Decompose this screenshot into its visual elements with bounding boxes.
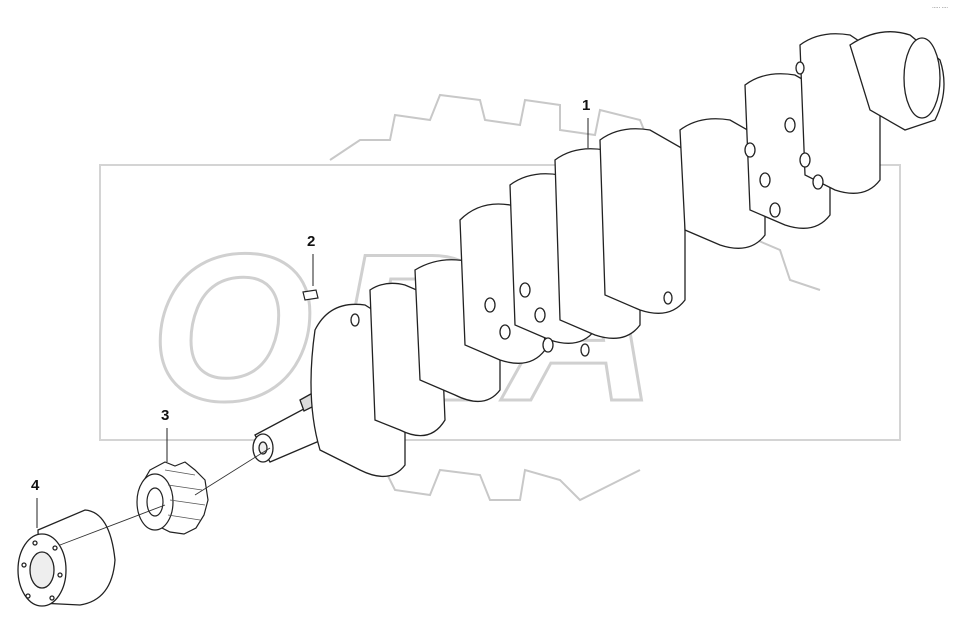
callout-3: 3 <box>161 407 170 424</box>
callout-2: 2 <box>307 233 316 250</box>
crankshaft <box>252 31 945 477</box>
crankshaft-holes <box>484 61 824 357</box>
callout-4: 4 <box>31 477 40 494</box>
watermark-gear-lower <box>379 459 641 502</box>
key <box>302 289 319 301</box>
crankshaft-webs <box>369 33 881 437</box>
callout-1: 1 <box>582 97 591 114</box>
assembly-centerline <box>59 447 271 546</box>
corner-code: ..... .... <box>932 4 948 10</box>
gear <box>136 461 209 535</box>
leader-lines <box>36 118 589 528</box>
pulley-hub <box>17 509 116 607</box>
